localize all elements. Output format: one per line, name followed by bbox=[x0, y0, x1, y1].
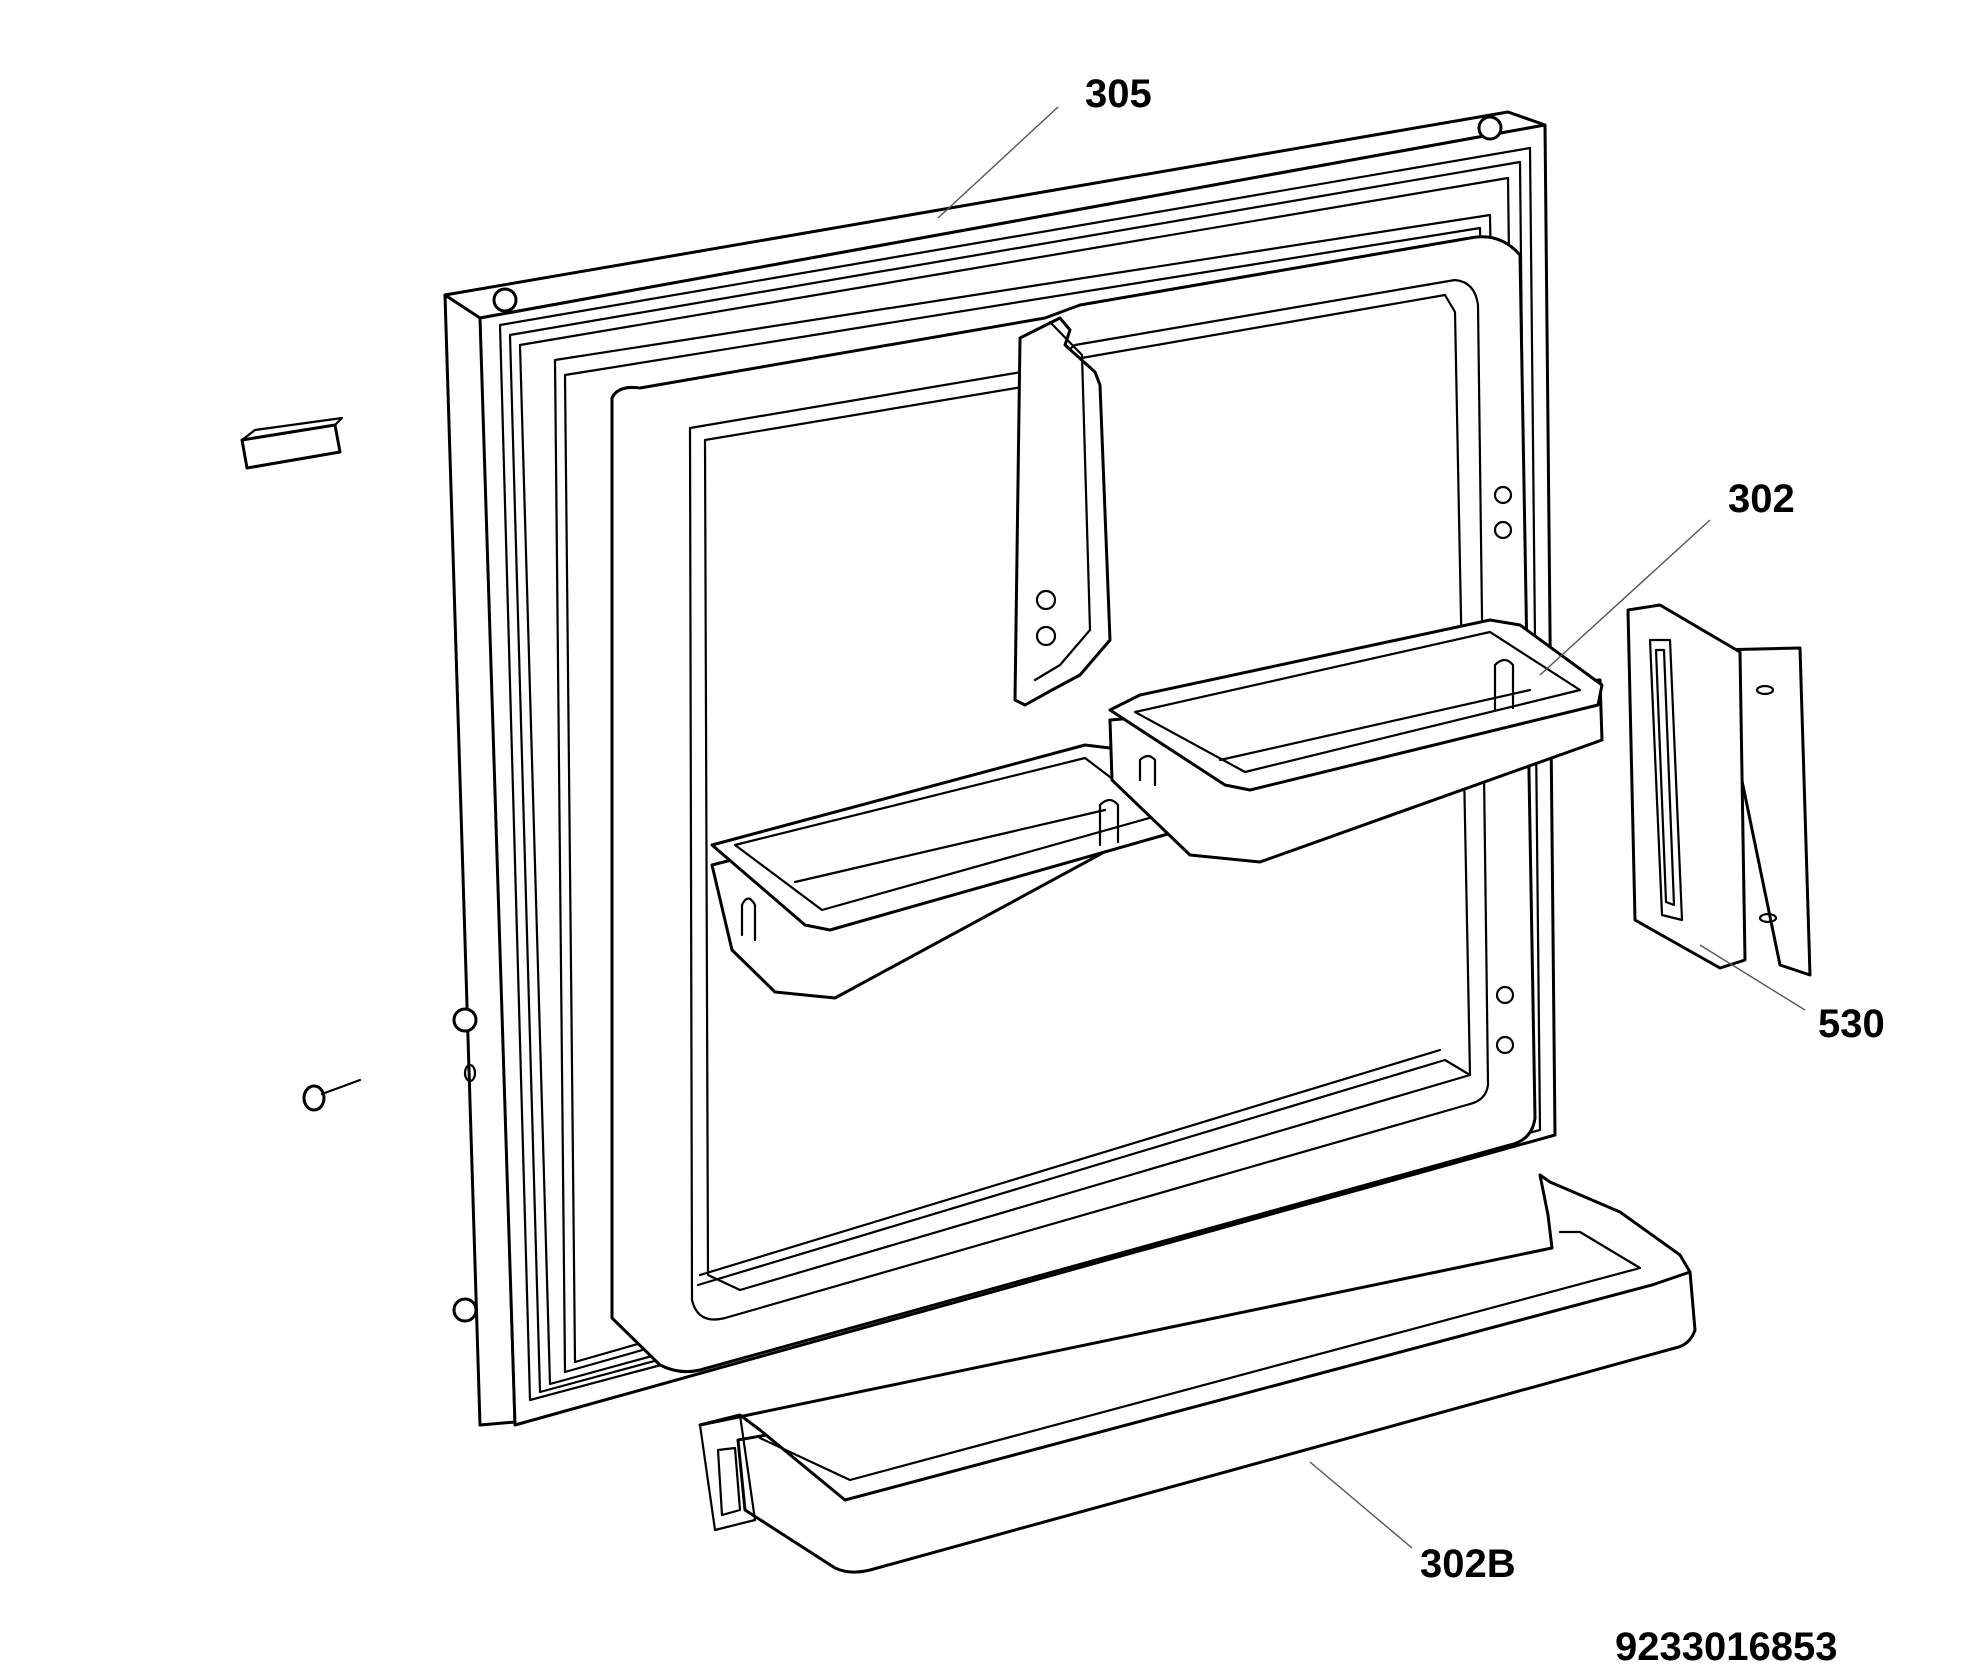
screw-pin-shaft bbox=[320, 1078, 362, 1096]
handle-grip-slot-inner bbox=[1654, 648, 1676, 907]
shelf-right-slot-1 bbox=[1138, 754, 1157, 787]
screw-hole-r4 bbox=[1495, 1035, 1515, 1055]
gasket-ring-1 bbox=[498, 146, 1542, 1402]
side-hole-2 bbox=[463, 1063, 477, 1083]
bottom-shelf-top bbox=[698, 1173, 1692, 1502]
side-hole-3 bbox=[452, 1297, 478, 1323]
leader-302 bbox=[1539, 519, 1711, 676]
center-divider-channel bbox=[1013, 316, 1112, 707]
leader-302b bbox=[1309, 1461, 1413, 1549]
hinge-cap-top-left bbox=[492, 287, 518, 313]
shelf-left-inner-floor bbox=[793, 808, 1107, 884]
tray-bottom-step-2 bbox=[698, 1048, 1442, 1277]
drawing-number: 9233016853 bbox=[1615, 1625, 1837, 1669]
shelf-left-slot-2 bbox=[1098, 798, 1120, 847]
small-block bbox=[240, 416, 344, 470]
leader-305 bbox=[937, 106, 1059, 219]
bottom-shelf-clip bbox=[716, 1446, 742, 1517]
screw-hole-r1 bbox=[1493, 485, 1513, 505]
screw-pin-head bbox=[302, 1084, 326, 1112]
screw-hole-r3 bbox=[1495, 985, 1515, 1005]
bottom-shelf-inner bbox=[758, 1230, 1642, 1482]
bottom-door-shelf bbox=[698, 1173, 1697, 1574]
door-shelf-right bbox=[1108, 618, 1604, 864]
door-shelf-left bbox=[710, 743, 1184, 1000]
divider-screw-2 bbox=[1035, 625, 1057, 647]
screw-hole-r2 bbox=[1493, 520, 1513, 540]
leader-530 bbox=[1699, 944, 1806, 1011]
shelf-right-top bbox=[1108, 618, 1604, 792]
small-block-edge bbox=[240, 416, 344, 442]
side-hole-1 bbox=[452, 1007, 478, 1033]
tray-bottom-step bbox=[696, 1058, 1472, 1287]
inner-tray-inner bbox=[688, 278, 1490, 1321]
callout-302: 302 bbox=[1728, 477, 1795, 521]
small-block-body bbox=[240, 423, 342, 470]
center-divider-inner bbox=[1033, 320, 1092, 682]
shelf-right-inner bbox=[1133, 630, 1582, 774]
bottom-shelf-front bbox=[736, 1270, 1697, 1574]
hinge-cap-top-right bbox=[1477, 115, 1503, 141]
door-handle bbox=[1626, 603, 1812, 977]
right-screw-holes bbox=[1493, 485, 1515, 1055]
screw-pin bbox=[302, 1078, 362, 1112]
shelf-left-slot-1 bbox=[740, 897, 757, 942]
center-divider bbox=[1013, 316, 1112, 707]
divider-screw-1 bbox=[1035, 589, 1057, 611]
callout-305: 305 bbox=[1085, 72, 1152, 116]
handle-body bbox=[1626, 603, 1747, 970]
shelf-right-slot-2 bbox=[1493, 658, 1515, 712]
callout-530: 530 bbox=[1818, 1002, 1885, 1046]
handle-hole-bottom bbox=[1758, 912, 1778, 924]
callout-302b: 302B bbox=[1420, 1542, 1516, 1586]
handle-hole-top bbox=[1755, 684, 1775, 696]
shelf-right-inner-floor bbox=[1218, 688, 1532, 762]
bottom-shelf-end-cap bbox=[698, 1413, 757, 1532]
handle-grip-slot bbox=[1648, 638, 1684, 922]
